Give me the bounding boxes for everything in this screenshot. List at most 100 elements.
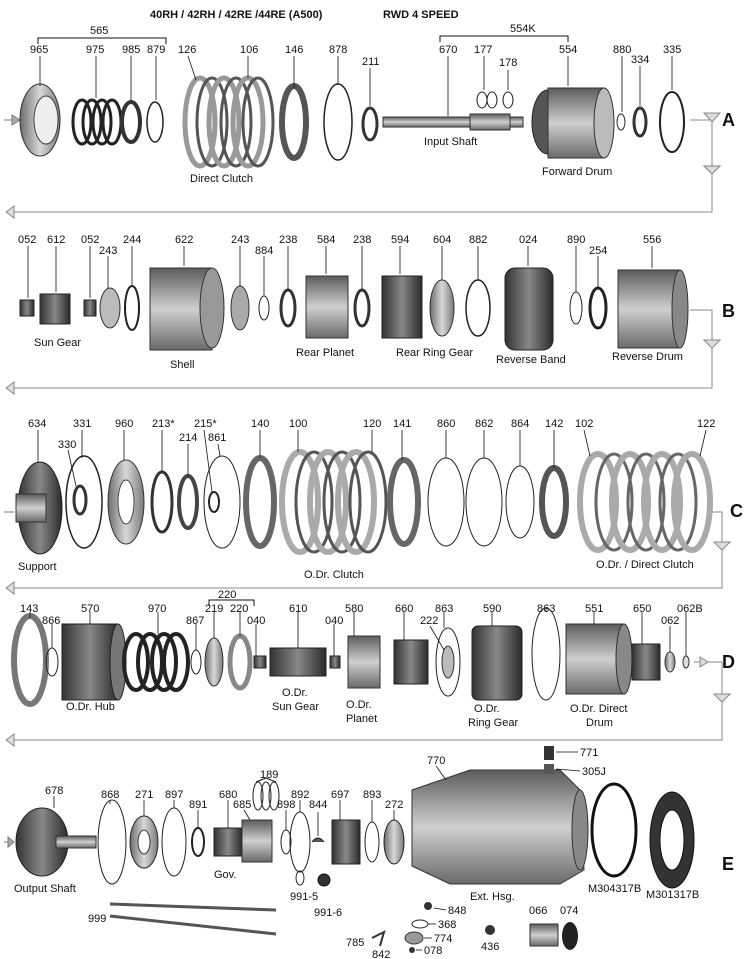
part-580-odr-planet [347, 635, 381, 689]
label-rear-planet: Rear Planet [296, 347, 354, 359]
section-label-d: D [722, 652, 735, 672]
part-842-lever [371, 930, 386, 947]
part-243-washer-a [99, 287, 121, 329]
pn-e-066: 066 [529, 905, 547, 917]
pn-e-771: 771 [580, 747, 598, 759]
pn-a-177: 177 [474, 44, 492, 56]
part-863-ring-a [435, 627, 461, 697]
pn-a-879: 879 [147, 44, 165, 56]
label-support: Support [18, 561, 57, 573]
pn-e-271: 271 [135, 789, 153, 801]
part-271-inner [137, 829, 151, 855]
pn-c-141: 141 [393, 418, 411, 430]
label-m304317b: M304317B [588, 883, 641, 895]
pn-d-580: 580 [345, 603, 363, 615]
pn-e-074: 074 [560, 905, 578, 917]
pn-b-244: 244 [123, 234, 141, 246]
part-odr-direct-clutch-plates [577, 451, 713, 553]
pn-e-685: 685 [233, 799, 251, 811]
pn-d-143: 143 [20, 603, 38, 615]
section-label-a: A [722, 110, 735, 130]
bracket-189 [255, 777, 277, 783]
pn-b-884: 884 [255, 245, 273, 257]
leaders-b [27, 246, 653, 298]
pn-d-863b: 863 [537, 603, 555, 615]
part-861-snap-ring [203, 455, 241, 549]
part-862-ring [465, 457, 503, 547]
part-551-odr-direct-drum [565, 623, 625, 695]
label-m301317b: M301317B [646, 889, 699, 901]
part-078-plug [409, 947, 415, 953]
pn-c-140: 140 [251, 418, 269, 430]
pn-b-024: 024 [519, 234, 537, 246]
arrow-in-e-head [7, 835, 15, 849]
label-odr-direct-clutch: O.Dr. / Direct Clutch [596, 559, 694, 571]
part-991-5-ring [295, 870, 305, 886]
pn-a-178: 178 [499, 57, 517, 69]
part-892-ring [289, 811, 311, 873]
part-884-ring [258, 295, 270, 321]
label-rear-ring-gear: Rear Ring Gear [396, 347, 473, 359]
flow-arrow-d2 [712, 693, 732, 703]
label-gov: Gov. [214, 869, 236, 881]
pn-e-697: 697 [331, 789, 349, 801]
flow-arrow-a1 [702, 112, 722, 123]
part-140-plate [243, 455, 277, 549]
section-label-c: C [730, 501, 743, 521]
part-771-plate [544, 746, 554, 760]
pn-e-848: 848 [448, 905, 466, 917]
pn-e-680: 680 [219, 789, 237, 801]
part-331-ring [65, 455, 103, 549]
pn-b-254: 254 [589, 245, 607, 257]
pn-b-243b: 243 [231, 234, 249, 246]
flow-arrow-a2 [702, 165, 722, 175]
pn-d-062: 062 [661, 615, 679, 627]
flow-arrow-b1 [702, 339, 722, 349]
pn-d-866: 866 [42, 615, 60, 627]
part-244-ring [124, 285, 140, 331]
label-direct-clutch: Direct Clutch [190, 173, 253, 185]
part-reverse-drum-face [671, 269, 689, 349]
part-066-bushing [529, 923, 559, 947]
label-output-shaft: Output Shaft [14, 883, 76, 895]
pn-d-660: 660 [395, 603, 413, 615]
part-770-extension-housing [411, 769, 585, 885]
part-965-inner [33, 95, 59, 145]
part-219-bearing [204, 637, 224, 687]
flow-arrow-b2 [5, 381, 15, 395]
pn-e-368: 368 [438, 919, 456, 931]
pn-a-335: 335 [663, 44, 681, 56]
pn-d-867: 867 [186, 615, 204, 627]
part-844-clip [311, 837, 325, 843]
pn-c-860: 860 [437, 418, 455, 430]
pn-c-120: 120 [363, 418, 381, 430]
part-368-seal [411, 919, 429, 929]
pn-e-892: 892 [291, 789, 309, 801]
part-254-washer [588, 286, 608, 330]
part-238-washer-b [353, 288, 371, 328]
pn-e-305j: 305J [582, 766, 606, 778]
pn-b-052a: 052 [18, 234, 36, 246]
pn-d-219: 219 [205, 603, 223, 615]
part-189-rings [252, 781, 280, 811]
part-891-ring [191, 827, 205, 857]
pn-c-100: 100 [289, 418, 307, 430]
part-863-ring-b [531, 607, 561, 701]
pn-c-861: 861 [208, 432, 226, 444]
pn-e-999: 999 [88, 913, 106, 925]
part-213-seal [150, 470, 174, 534]
part-897-ring [161, 807, 187, 877]
pn-d-040b: 040 [325, 615, 343, 627]
pn-c-960: 960 [115, 418, 133, 430]
pn-e-678: 678 [45, 785, 63, 797]
pn-c-214: 214 [179, 432, 197, 444]
part-436-plug [485, 925, 495, 935]
label-odr-planet-2: Planet [346, 713, 377, 725]
part-612-sun-gear [39, 293, 71, 325]
part-697-park-gear [331, 819, 361, 865]
pn-e-991-5: 991-5 [290, 891, 318, 903]
pn-a-975: 975 [86, 44, 104, 56]
part-556-reverse-drum [617, 269, 681, 349]
pn-a-146: 146 [285, 44, 303, 56]
label-forward-drum: Forward Drum [542, 166, 612, 178]
